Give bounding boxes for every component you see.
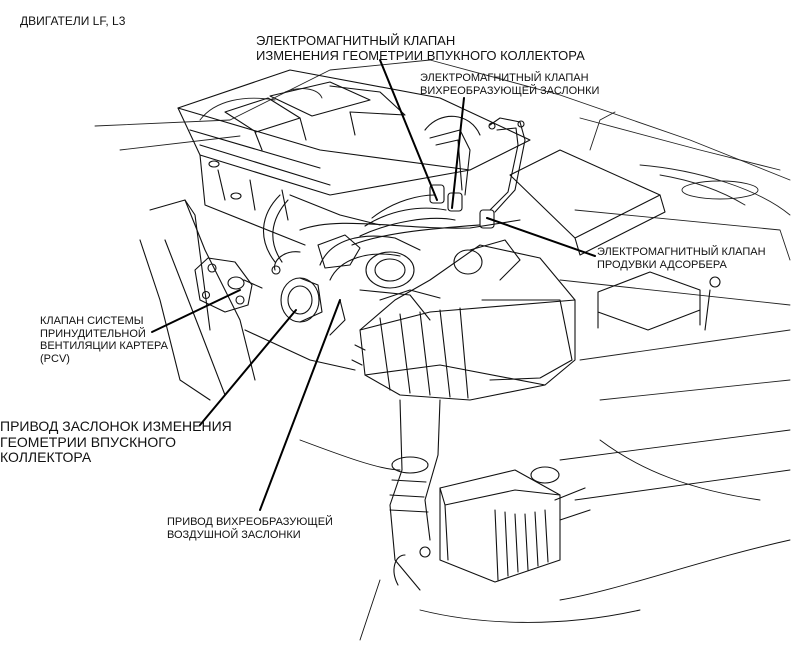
vis-solenoid-label-line-1: ЭЛЕКТРОМАГНИТНЫЙ КЛАПАН — [256, 33, 456, 48]
vis-actuator-drawing — [271, 251, 323, 323]
pcv-valve-drawing — [194, 257, 263, 313]
pcv-valve-label-line-1: КЛАПАН СИСТЕМЫ — [40, 315, 144, 327]
swirl-solenoid-label: ЭЛЕКТРОМАГНИТНЫЙ КЛАПАН ВИХРЕОБРАЗУЮЩЕЙ … — [420, 72, 599, 97]
air-cleaner-box — [351, 244, 576, 401]
swirl-actuator-label-line-1: ПРИВОД ВИХРЕОБРАЗУЮЩЕЙ — [167, 516, 333, 528]
vis-actuator-label: ПРИВОД ЗАСЛОНОК ИЗМЕНЕНИЯ ГЕОМЕТРИИ ВПУС… — [0, 418, 232, 466]
swirl-actuator-label-line-2: ВОЗДУШНОЙ ЗАСЛОНКИ — [167, 528, 301, 541]
swirl-actuator-label: ПРИВОД ВИХРЕОБРАЗУЮЩЕЙ ВОЗДУШНОЙ ЗАСЛОНК… — [167, 516, 333, 541]
swirl-solenoid-label-line-2: ВИХРЕОБРАЗУЮЩЕЙ ЗАСЛОНКИ — [420, 84, 600, 97]
swirl-solenoid-label-line-1: ЭЛЕКТРОМАГНИТНЫЙ КЛАПАН — [420, 72, 589, 84]
leader-swirl-actuator — [259, 299, 341, 511]
pcv-valve-label: КЛАПАН СИСТЕМЫ ПРИНУДИТЕЛЬНОЙ ВЕНТИЛЯЦИИ… — [40, 315, 168, 366]
vis-solenoid-label-line-2: ИЗМЕНЕНИЯ ГЕОМЕТРИИ ВПУКНОГО КОЛЛЕКТОРА — [256, 47, 585, 63]
intake-duct — [389, 399, 441, 591]
purge-solenoid-label-line-2: ПРОДУВКИ АДСОРБЕРА — [597, 258, 727, 271]
vehicle-body-outline — [94, 59, 791, 401]
vis-actuator-label-line-1: ПРИВОД ЗАСЛОНОК ИЗМЕНЕНИЯ — [0, 418, 232, 434]
battery-tray-area — [509, 149, 721, 331]
leader-purge-solenoid — [486, 217, 596, 257]
pcv-valve-label-line-3: ВЕНТИЛЯЦИИ КАРТЕРА — [40, 340, 168, 353]
diagram-title: ДВИГАТЕЛИ LF, L3 — [20, 14, 126, 28]
purge-solenoid-label: ЭЛЕКТРОМАГНИТНЫЙ КЛАПАН ПРОДУВКИ АДСОРБЕ… — [597, 246, 766, 271]
leader-vis-actuator — [199, 309, 297, 426]
vis-actuator-label-line-3: КОЛЛЕКТОРА — [0, 449, 92, 466]
solenoid-valves-and-hoses — [263, 115, 526, 263]
cylinder-head — [177, 69, 531, 246]
leader-swirl-solenoid — [451, 97, 465, 209]
leader-lines — [151, 59, 596, 511]
vis-actuator-label-line-2: ГЕОМЕТРИИ ВПУСКНОГО — [0, 433, 176, 450]
engine-block — [139, 199, 356, 401]
pcv-valve-label-line-4: (PCV) — [40, 352, 70, 365]
chassis-lines — [299, 429, 791, 641]
intake-manifold — [317, 234, 521, 336]
vis-solenoid-label: ЭЛЕКТРОМАГНИТНЫЙ КЛАПАН ИЗМЕНЕНИЯ ГЕОМЕТ… — [256, 33, 585, 64]
resonator-box — [439, 466, 591, 583]
pcv-valve-label-line-2: ПРИНУДИТЕЛЬНОЙ — [40, 327, 146, 340]
leader-pcv-valve — [151, 289, 241, 333]
purge-solenoid-label-line-1: ЭЛЕКТРОМАГНИТНЫЙ КЛАПАН — [597, 246, 766, 258]
leader-vis-solenoid — [379, 59, 438, 201]
